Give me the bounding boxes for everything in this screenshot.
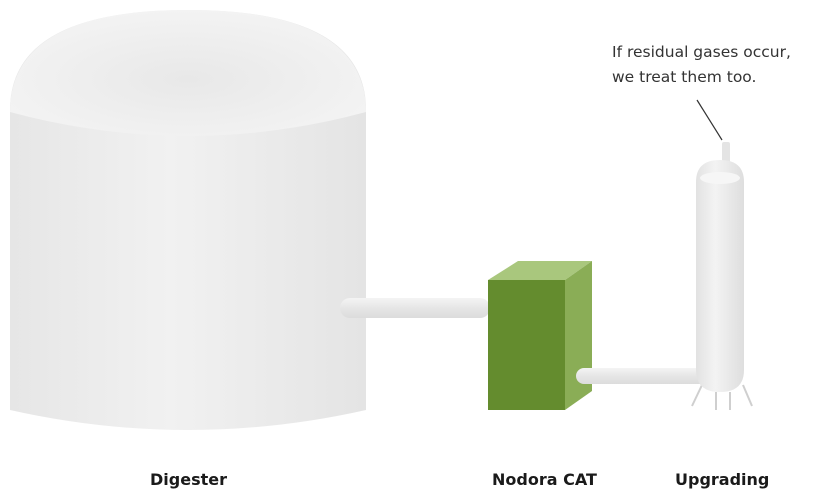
pipe-cat-to-upgrading — [576, 368, 708, 384]
column-cap-highlight — [700, 172, 740, 184]
cat-top-face — [488, 261, 592, 280]
annotation-pointer — [696, 99, 723, 141]
nodora-cat-unit — [488, 261, 592, 410]
upgrading-column — [691, 142, 753, 410]
annotation-line-2: we treat them too. — [612, 68, 757, 86]
column-leg — [742, 384, 753, 407]
digester-tank — [10, 10, 366, 430]
column-leg — [691, 384, 703, 407]
cat-side-face — [565, 261, 592, 410]
column-body — [696, 160, 744, 392]
residual-gas-annotation: If residual gases occur, we treat them t… — [612, 40, 791, 90]
annotation-line-1: If residual gases occur, — [612, 43, 791, 61]
pipe-digester-to-cat — [340, 298, 490, 318]
digester-label: Digester — [150, 470, 227, 489]
digester-dome — [10, 10, 366, 136]
nodora-cat-label: Nodora CAT — [492, 470, 597, 489]
cat-front-face — [488, 280, 565, 410]
upgrading-label: Upgrading — [675, 470, 770, 489]
